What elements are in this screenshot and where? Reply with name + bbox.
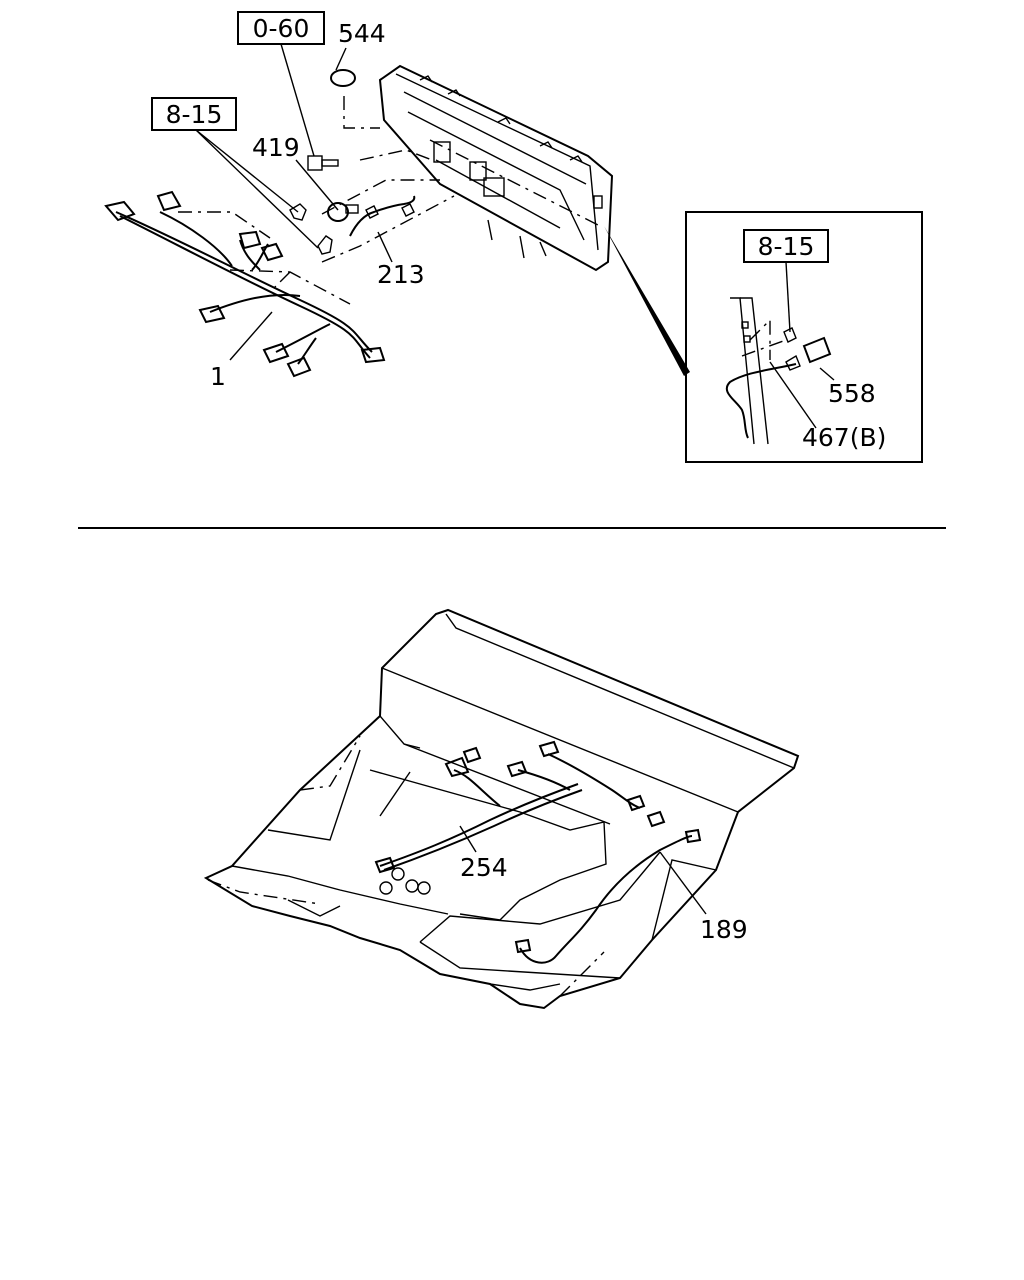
ref-box-0-60[interactable]: 0-60 xyxy=(237,11,325,45)
harness-467b xyxy=(725,363,797,439)
bolt-icon xyxy=(307,155,339,171)
top-leader-lines xyxy=(195,43,393,361)
clip-lower-icon xyxy=(317,235,333,255)
ref-box-8-15-left-text: 8-15 xyxy=(166,100,223,129)
inset-pointer xyxy=(604,226,690,376)
floor-assembly-view: 254 189 xyxy=(203,608,800,1010)
floor-panel xyxy=(203,608,800,1010)
main-harness-1 xyxy=(104,190,386,378)
callout-544: 544 xyxy=(338,19,386,48)
ref-box-0-60-text: 0-60 xyxy=(253,14,310,43)
ref-box-8-15-left[interactable]: 8-15 xyxy=(151,97,237,131)
top-assembly-view: 0-60 8-15 544 419 213 1 xyxy=(104,11,923,463)
callout-1: 1 xyxy=(210,362,226,391)
rear-panel-body xyxy=(378,64,614,272)
callout-419: 419 xyxy=(252,133,300,162)
callout-254: 254 xyxy=(460,853,508,882)
screw-419-icon xyxy=(327,202,359,222)
callout-213: 213 xyxy=(377,260,425,289)
grommet-544-icon xyxy=(330,69,356,87)
callout-558: 558 xyxy=(828,379,876,408)
detail-inset: 8-15 558 467(B) xyxy=(685,211,923,463)
callout-467b: 467(B) xyxy=(802,423,886,452)
ref-box-8-15-inset-text: 8-15 xyxy=(758,232,815,261)
clip-inset-icon xyxy=(783,327,797,343)
harness-213 xyxy=(349,195,416,237)
ref-box-8-15-inset[interactable]: 8-15 xyxy=(743,229,829,263)
clip-upper-icon xyxy=(289,203,307,221)
callout-189: 189 xyxy=(700,915,748,944)
harness-254 xyxy=(374,740,666,874)
connector-558-icon xyxy=(802,336,832,364)
harness-189 xyxy=(519,835,693,964)
